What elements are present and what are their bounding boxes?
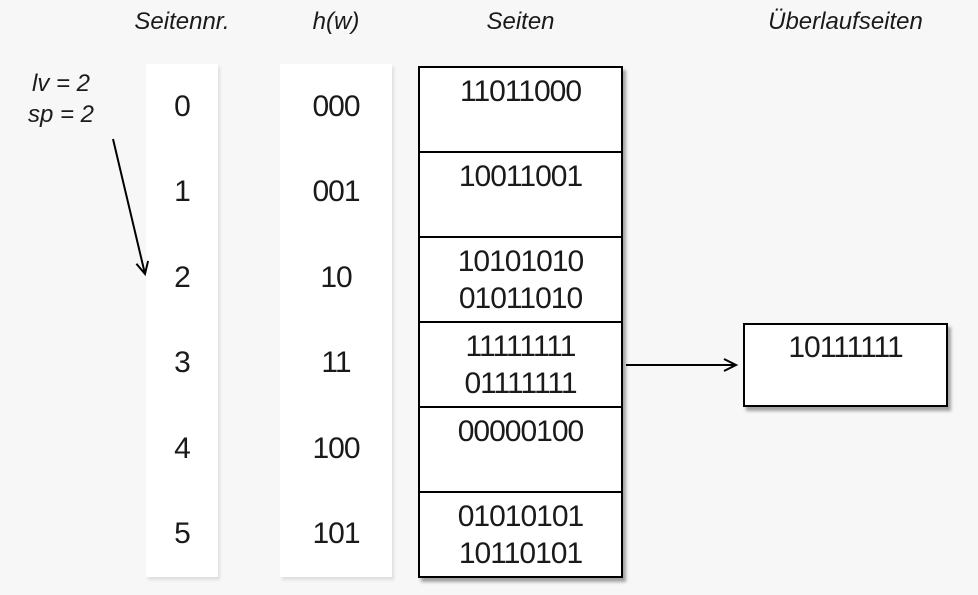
page-entry: 01111111 bbox=[464, 367, 577, 400]
annotation-sp: sp = 2 bbox=[27, 101, 95, 128]
page-bucket-1: 10011001 bbox=[420, 153, 621, 238]
page-bucket-5: 01010101 10110101 bbox=[420, 493, 621, 576]
column-header-page-number: Seitennr. bbox=[134, 8, 230, 35]
sp-pointer-arrow-icon bbox=[112, 138, 150, 277]
page-entry bbox=[420, 450, 621, 487]
page-entry: 01010101 bbox=[457, 500, 584, 533]
page-number-cell: 5 bbox=[174, 517, 191, 551]
page-number-column: 0 1 2 3 4 5 bbox=[146, 64, 218, 577]
annotation-lv: lv = 2 bbox=[31, 70, 91, 97]
column-header-pages: Seiten bbox=[486, 8, 555, 35]
state-annotation: lv = 2 sp = 2 bbox=[16, 68, 106, 130]
page-number-cell: 0 bbox=[174, 89, 191, 123]
hash-value-column: 000 001 10 11 100 101 bbox=[280, 64, 392, 577]
page-entry: 10011001 bbox=[458, 160, 583, 193]
overflow-entry: 10111111 bbox=[788, 331, 903, 364]
page-entry: 01011010 bbox=[458, 282, 583, 315]
page-number-cell: 3 bbox=[174, 346, 191, 380]
column-header-hash-function: h(w) bbox=[312, 8, 360, 35]
overflow-page-box: 10111111 bbox=[743, 323, 948, 407]
page-entry: 10101010 bbox=[457, 245, 584, 278]
page-entry: 10110101 bbox=[458, 537, 583, 570]
page-number-cell: 4 bbox=[174, 431, 191, 465]
pages-table: 11011000 10011001 10101010 01011010 1111… bbox=[418, 66, 623, 578]
hash-value-cell: 001 bbox=[312, 175, 360, 209]
hash-value-cell: 101 bbox=[312, 517, 360, 551]
page-entry: 11011000 bbox=[459, 75, 582, 108]
page-bucket-3: 11111111 01111111 bbox=[420, 323, 621, 408]
page-entry bbox=[420, 110, 621, 147]
hash-value-cell: 10 bbox=[320, 260, 352, 294]
page-number-cell: 2 bbox=[174, 260, 191, 294]
hash-value-cell: 11 bbox=[321, 346, 351, 380]
hash-value-cell: 100 bbox=[312, 431, 360, 465]
column-header-overflow-pages: Überlaufseiten bbox=[768, 8, 923, 35]
page-bucket-2: 10101010 01011010 bbox=[420, 238, 621, 323]
page-entry bbox=[420, 195, 621, 232]
page-bucket-0: 11011000 bbox=[420, 68, 621, 153]
page-number-cell: 1 bbox=[174, 175, 191, 209]
page-bucket-4: 00000100 bbox=[420, 408, 621, 493]
hash-value-cell: 000 bbox=[312, 89, 360, 123]
page-entry: 11111111 bbox=[465, 330, 577, 363]
page-entry: 00000100 bbox=[457, 415, 584, 448]
